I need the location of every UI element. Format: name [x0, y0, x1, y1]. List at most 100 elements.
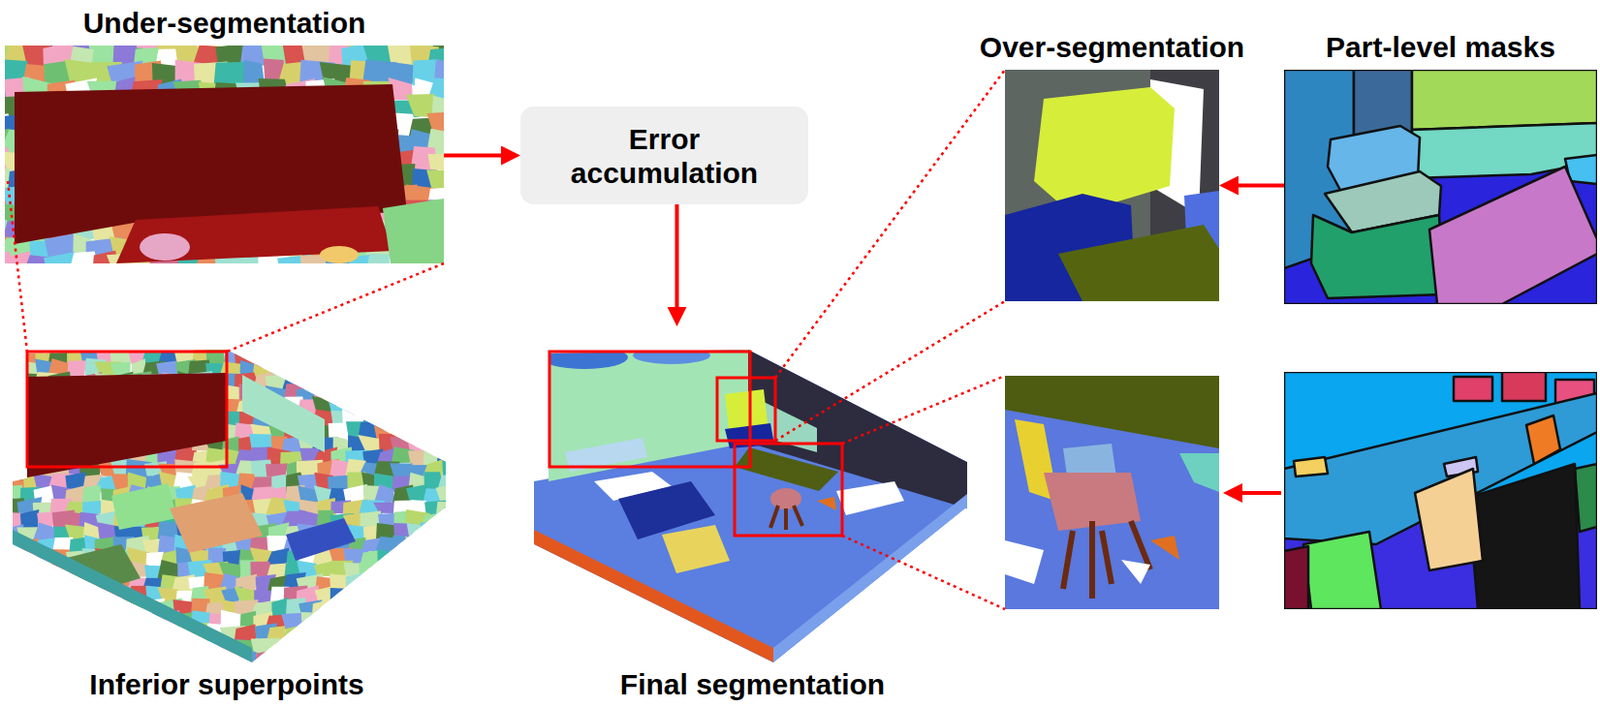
superpoint-patches-part: [265, 324, 291, 341]
superpoint-patches-part: [188, 320, 214, 342]
superpoint-patches-part: [109, 637, 137, 659]
superpoint-patches-part: [33, 662, 61, 682]
superpoint-patches-part: [407, 661, 427, 681]
panel-heading: Over-segmentation: [979, 31, 1245, 64]
superpoint-patches-part: [422, 373, 442, 393]
superpoint-patches-part: [23, 661, 44, 681]
superpoint-patches-part: [253, 348, 277, 369]
superpoint-patches-part: [436, 359, 464, 377]
superpoint-patches-part: [141, 624, 165, 644]
superpoint-patches-part: [96, 636, 122, 657]
superpoint-patches-part: [327, 614, 351, 630]
superpoint-patches-part: [389, 625, 415, 646]
superpoint-patches-part: [346, 383, 370, 406]
superpoint-patches-part: [454, 384, 479, 403]
superpoint-patches-part: [438, 611, 463, 633]
under-segmentation-view-part: [319, 246, 359, 264]
over-segmentation-view-part: [1004, 376, 1220, 610]
superpoint-patches-part: [94, 612, 121, 631]
superpoint-patches-part: [362, 359, 382, 378]
superpoint-patches-part: [3, 611, 29, 632]
red-arrow: [675, 204, 680, 312]
superpoint-patches-part: [407, 674, 432, 696]
superpoint-patches-part: [0, 398, 9, 415]
superpoint-patches-part: [452, 598, 476, 618]
superpoint-patches-part: [391, 600, 415, 619]
superpoint-patches-part: [0, 574, 7, 595]
superpoint-patches-part: [436, 574, 462, 592]
superpoint-patches-part: [125, 321, 150, 344]
superpoint-patches-part: [0, 349, 12, 369]
superpoint-patches-part: [437, 323, 463, 342]
superpoint-patches-part: [377, 383, 398, 405]
superpoint-patches-part: [421, 534, 448, 558]
superpoint-patches-part: [358, 641, 382, 658]
zoom-lines: [7, 69, 1005, 610]
superpoint-patches-part: [234, 321, 258, 339]
superpoint-patches-part: [110, 325, 136, 342]
superpoint-patches-part: [407, 585, 432, 606]
superpoint-patches-part: [388, 333, 412, 353]
superpoint-patches-part: [79, 641, 106, 659]
superpoint-patches-part: [359, 385, 384, 403]
superpoint-patches-part: [454, 489, 475, 505]
segmentation-scene-part: [773, 494, 968, 663]
superpoint-patches-part: [204, 649, 226, 669]
superpoint-scene-part: [27, 373, 227, 478]
superpoint-patches-part: [282, 625, 308, 646]
superpoint-patches-part: [94, 625, 122, 642]
superpoint-patches-part: [3, 409, 27, 430]
part-mask-view-part: [1303, 532, 1381, 610]
superpoint-patches-part: [4, 436, 23, 457]
superpoint-patches-part: [297, 346, 319, 367]
superpoint-patches-part: [376, 335, 399, 354]
superpoint-patches-part: [435, 411, 460, 432]
superpoint-patches-part: [452, 422, 477, 444]
superpoint-patches-part: [94, 324, 123, 342]
superpoint-patches-part: [6, 547, 28, 568]
superpoint-patches-part: [296, 337, 322, 356]
panel-heading: Part-level masks: [1325, 31, 1556, 64]
superpoint-patches-part: [376, 396, 401, 417]
superpoint-patches-part: [392, 396, 411, 418]
zoom-lines-part: [775, 301, 1005, 441]
superpoint-patches-part: [33, 597, 60, 617]
superpoint-patches-part: [391, 535, 411, 558]
superpoint-patches-part: [63, 636, 86, 657]
superpoint-patches-part: [49, 599, 76, 619]
superpoint-patches-part: [456, 475, 477, 494]
superpoint-patches-part: [439, 602, 461, 621]
superpoint-patches-part: [50, 648, 75, 668]
superpoint-patches-part: [328, 635, 350, 657]
panel-heading: Inferior superpoints: [89, 668, 364, 702]
superpoint-patches-part: [454, 512, 474, 533]
superpoint-patches-part: [110, 610, 137, 630]
over-segmentation-view: [1004, 376, 1220, 610]
superpoint-patches-part: [0, 660, 10, 681]
segmentation-scene-part: [816, 497, 837, 511]
superpoint-patches-part: [407, 320, 429, 341]
superpoint-patches-part: [406, 372, 430, 389]
part-mask-view-part: [1293, 457, 1328, 477]
superpoint-patches-part: [376, 600, 396, 620]
superpoint-patches-part: [80, 624, 105, 640]
superpoint-patches-part: [360, 601, 381, 617]
superpoint-patches-part: [54, 665, 71, 684]
superpoint-patches-part: [0, 383, 9, 406]
superpoint-patches-part: [451, 447, 474, 466]
panel-heading: Under-segmentation: [83, 6, 367, 40]
image-panel: Under-segmentation: [4, 45, 444, 264]
superpoint-patches-part: [452, 409, 473, 431]
segmentation-scene-part: [734, 443, 843, 536]
part-mask-view-part: [1284, 372, 1598, 610]
superpoint-patches-part: [66, 250, 98, 264]
superpoint-patches-part: [0, 497, 14, 520]
superpoint-patches-part: [222, 334, 247, 353]
superpoint-patches-part: [435, 335, 462, 354]
over-segmentation-view-part: [1179, 453, 1220, 493]
superpoint-patches-part: [51, 675, 69, 696]
superpoint-patches-part: [281, 334, 304, 356]
superpoint-patches-part: [378, 411, 401, 427]
superpoint-patches-part: [312, 598, 337, 620]
